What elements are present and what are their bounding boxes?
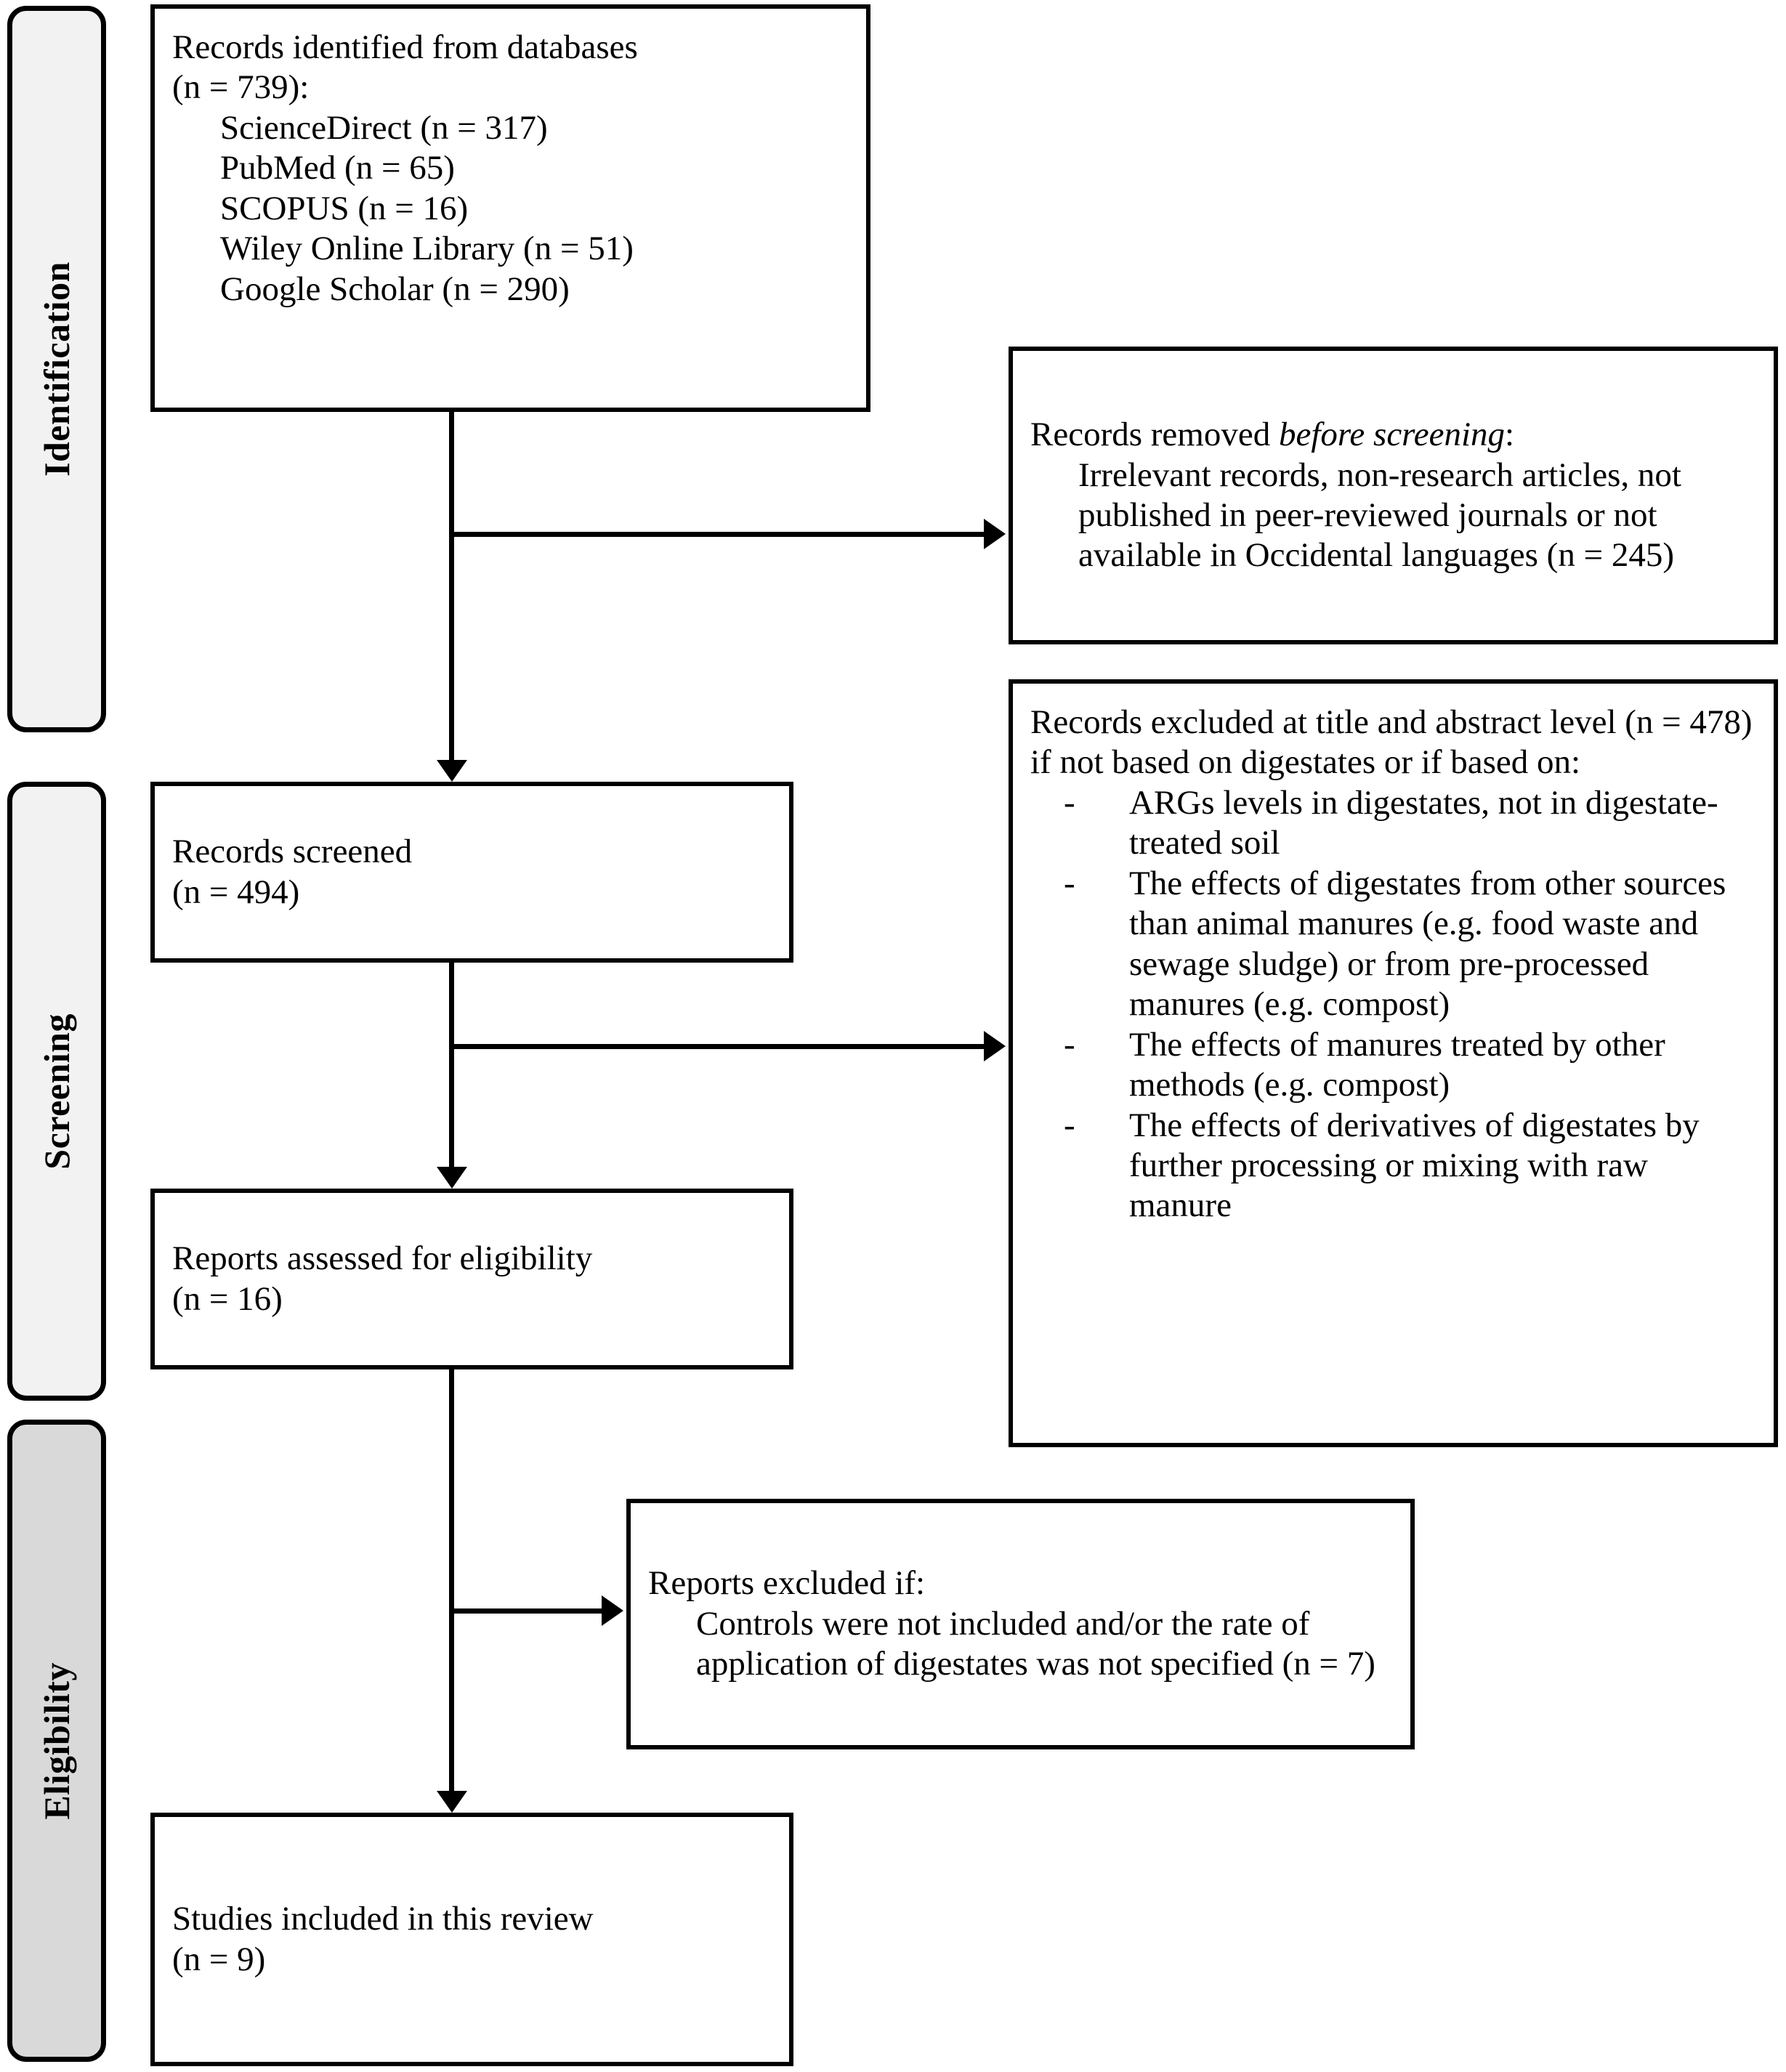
connector-assessed-to-included xyxy=(449,1369,454,1791)
connector-screened-to-assessed xyxy=(449,963,454,1167)
box-reports-excluded: Reports excluded if: Controls were not i… xyxy=(626,1499,1415,1749)
list-item: - The effects of manures treated by other… xyxy=(1030,1025,1756,1106)
reports-excluded-body: Controls were not included and/or the ra… xyxy=(696,1604,1375,1683)
list-item: - ARGs levels in digestates, not in diges… xyxy=(1030,783,1756,864)
studies-included-title: Studies included in this review xyxy=(172,1900,594,1938)
reports-excluded-heading: Reports excluded if: xyxy=(648,1564,926,1603)
records-removed-heading-suffix: : xyxy=(1505,416,1515,454)
stage-screening-label: Screening xyxy=(36,1013,77,1170)
records-screened-count: (n = 494) xyxy=(172,873,300,911)
dash-marker-4: - xyxy=(1064,1106,1075,1144)
stage-eligibility-label: Eligibility xyxy=(36,1662,77,1820)
source-pubmed: PubMed (n = 65) xyxy=(220,149,455,187)
source-sciencedirect: ScienceDirect (n = 317) xyxy=(220,108,548,147)
list-item: - The effects of derivatives of digestate… xyxy=(1030,1106,1756,1226)
excluded-intro: Records excluded at title and abstract l… xyxy=(1030,703,1753,782)
connector-identified-to-screened xyxy=(449,408,454,760)
records-identified-title: Records identified from databases xyxy=(172,28,638,66)
records-removed-heading-italic: before screening xyxy=(1278,416,1506,454)
box-records-identified: Records identified from databases (n = 7… xyxy=(150,4,870,412)
list-item: - The effects of digestates from other so… xyxy=(1030,864,1756,1025)
arrowhead-to-records-screened xyxy=(437,760,467,782)
box-studies-included: Studies included in this review (n = 9) xyxy=(150,1813,793,2066)
excluded-bullet-3: The effects of manures treated by other … xyxy=(1129,1025,1665,1104)
dash-marker-3: - xyxy=(1064,1025,1075,1064)
arrowhead-to-studies-included xyxy=(437,1791,467,1813)
dash-marker-1: - xyxy=(1064,783,1075,822)
connector-to-reports-excluded xyxy=(449,1608,602,1614)
arrowhead-to-records-excluded xyxy=(984,1031,1006,1061)
box-records-removed-before-screening: Records removed before screening: Irrele… xyxy=(1009,347,1778,644)
box-reports-assessed: Reports assessed for eligibility (n = 16… xyxy=(150,1189,793,1369)
excluded-bullet-2: The effects of digestates from other sou… xyxy=(1129,864,1726,1024)
excluded-bullet-4: The effects of derivatives of digestates… xyxy=(1129,1106,1700,1225)
records-removed-heading-prefix: Records removed xyxy=(1030,416,1279,454)
connector-to-records-removed xyxy=(449,532,984,537)
excluded-criteria-list: - ARGs levels in digestates, not in diges… xyxy=(1030,783,1756,1226)
source-scopus: SCOPUS (n = 16) xyxy=(220,189,469,227)
records-identified-count: (n = 739): xyxy=(172,68,310,107)
reports-assessed-count: (n = 16) xyxy=(172,1279,283,1318)
arrowhead-to-records-removed xyxy=(984,519,1006,549)
records-screened-title: Records screened xyxy=(172,833,413,871)
stage-identification: Identification xyxy=(7,6,106,732)
stage-eligibility: Eligibility xyxy=(7,1420,106,2062)
arrowhead-to-reports-excluded xyxy=(602,1595,623,1626)
connector-to-records-excluded xyxy=(449,1044,984,1049)
dash-marker-2: - xyxy=(1064,864,1075,902)
records-removed-heading: Records removed before screening: xyxy=(1030,415,1756,455)
source-wiley: Wiley Online Library (n = 51) xyxy=(220,230,634,268)
box-records-screened: Records screened (n = 494) xyxy=(150,782,793,963)
studies-included-count: (n = 9) xyxy=(172,1940,266,1978)
box-records-excluded-title-abstract: Records excluded at title and abstract l… xyxy=(1009,679,1778,1447)
source-google-scholar: Google Scholar (n = 290) xyxy=(220,270,570,308)
reports-assessed-title: Reports assessed for eligibility xyxy=(172,1239,593,1278)
stage-screening: Screening xyxy=(7,782,106,1401)
arrowhead-to-reports-assessed xyxy=(437,1167,467,1189)
excluded-bullet-1: ARGs levels in digestates, not in digest… xyxy=(1129,783,1718,862)
records-removed-body: Irrelevant records, non-research article… xyxy=(1078,456,1681,575)
stage-identification-label: Identification xyxy=(36,262,77,477)
